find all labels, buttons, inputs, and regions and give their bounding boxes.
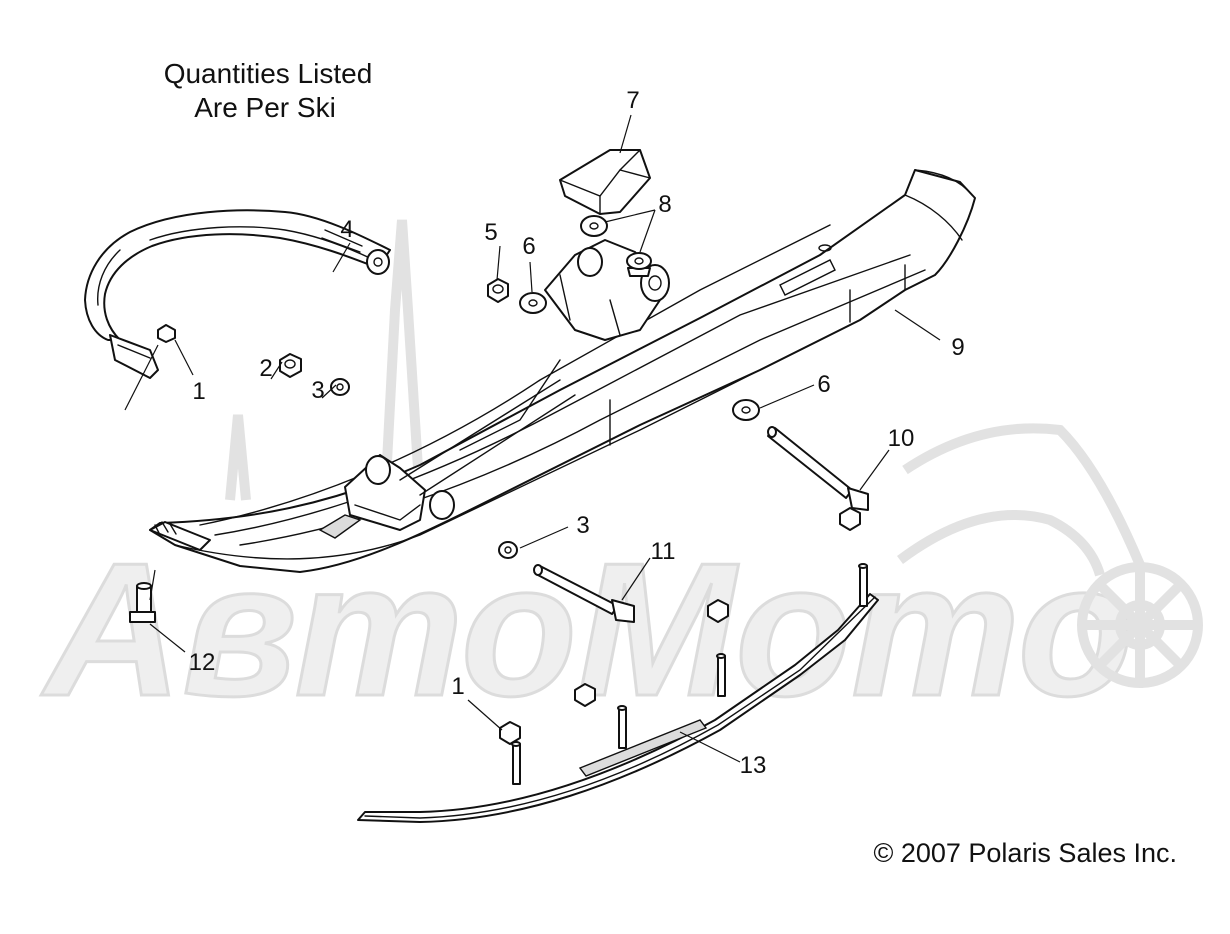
runner-nut [574, 683, 596, 707]
callout-5: 5 [484, 219, 497, 246]
runner-nut-2 [707, 599, 729, 623]
part-3-washer-upper [330, 378, 350, 396]
part-6-washer-lower [732, 399, 760, 421]
part-10-bolt [767, 426, 869, 511]
part-3-washer-lower [498, 541, 518, 559]
callout-11: 11 [651, 538, 676, 565]
callout-6-upper: 6 [522, 233, 535, 260]
callout-8: 8 [658, 191, 671, 218]
callout-9: 9 [951, 334, 964, 361]
callout-13: 13 [740, 752, 767, 779]
part-8-washer-and-bushing [580, 215, 652, 277]
part-10-nut [839, 507, 861, 531]
callout-1-lower: 1 [451, 673, 464, 700]
callout-3-lower: 3 [576, 512, 589, 539]
quantity-note-line-1: Quantities Listed [164, 58, 373, 89]
callout-12: 12 [189, 649, 216, 676]
part-13-carbide-runner [357, 563, 879, 823]
copyright-text: © 2007 Polaris Sales Inc. [873, 838, 1177, 868]
part-2-nut [279, 353, 302, 378]
part-9-ski-body [149, 169, 976, 573]
callout-4: 4 [340, 216, 353, 243]
leader-lines [124, 114, 941, 763]
quantity-note-line-2: Are Per Ski [194, 92, 336, 123]
callout-7: 7 [626, 87, 639, 114]
part-6-washer-upper [519, 292, 547, 314]
part-1-nut-upper [157, 324, 176, 343]
part-1-nut-lower [499, 721, 521, 745]
part-7-ski-block [559, 149, 651, 215]
callout-2: 2 [259, 355, 272, 382]
callout-10: 10 [888, 425, 915, 452]
callout-6-lower: 6 [817, 371, 830, 398]
part-12-bolt [129, 582, 156, 623]
callout-1-upper: 1 [192, 378, 205, 405]
part-4-ski-handle [84, 209, 391, 379]
part-5-nut [487, 278, 509, 303]
callout-3-upper: 3 [311, 377, 324, 404]
part-11-bolt [533, 564, 635, 623]
